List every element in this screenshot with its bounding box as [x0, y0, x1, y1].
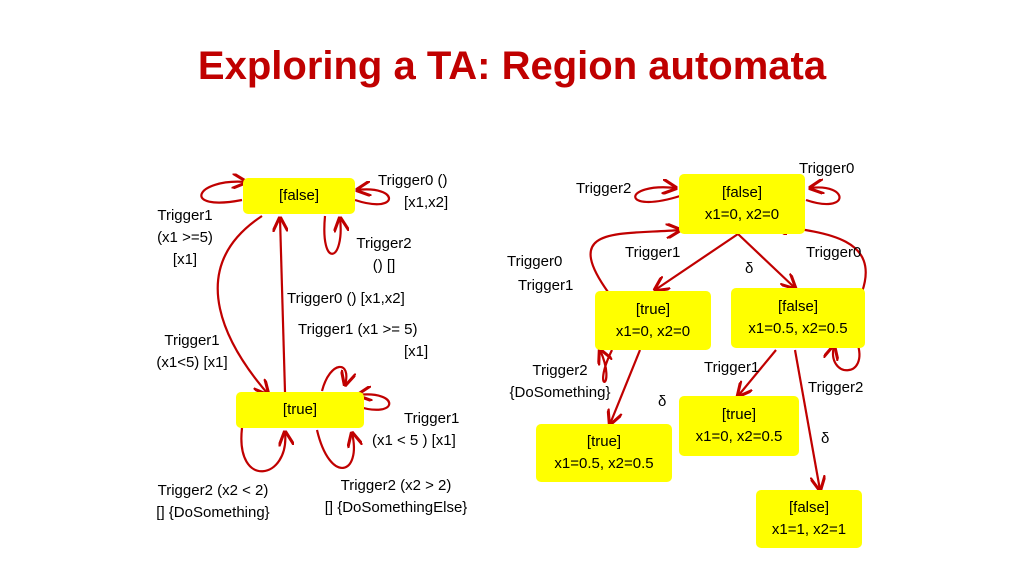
label-trigger2-x2gt2: Trigger2 (x2 > 2) [] {DoSomethingElse}: [324, 477, 468, 516]
arrow-l-self-true-top: [320, 365, 346, 392]
state-right-true005: [true] x1=0, x2=0.5: [679, 396, 799, 456]
state-line1: [false]: [777, 298, 819, 315]
state-label: [false]: [278, 187, 320, 204]
arrow-r-true00-to-root: [589, 230, 680, 293]
label-trigger2-top: Trigger2 () []: [356, 235, 412, 274]
label-trigger0-top: Trigger0 () [x1,x2]: [378, 172, 449, 211]
state-right-false0505: [false] x1=0.5, x2=0.5: [731, 288, 865, 348]
label-trigger1-right: Trigger1 (x1 < 5 ) [x1]: [372, 410, 460, 449]
label-trigger1-x1lt5: Trigger1 (x1<5) [x1]: [156, 332, 228, 371]
arrow-l-true-to-false: [280, 218, 285, 393]
arrow-l-false-to-true: [216, 215, 268, 394]
arrow-r-root-to-true00: [655, 233, 739, 290]
arrow-r-true00-to-true0505: [610, 349, 642, 424]
state-line2: x1=0.5, x2=0.5: [554, 455, 654, 472]
state-line2: x1=1, x2=1: [771, 521, 847, 538]
label-trigger1-left-right: Trigger1: [518, 277, 574, 294]
arrow-r-false0505-self: [833, 341, 861, 372]
state-line2: x1=0.5, x2=0.5: [748, 320, 848, 337]
arrow-r-false0505-to-true005: [738, 349, 777, 396]
arrow-r-root-self-right: [805, 187, 841, 206]
arrow-l-false-self-bottom: [323, 216, 340, 255]
label-delta-left: δ: [658, 393, 667, 410]
arrow-l-false-self-left: [200, 182, 246, 204]
state-right-true00: [true] x1=0, x2=0: [595, 291, 711, 350]
label-trigger0-top-right: Trigger0: [799, 160, 855, 177]
state-left-false: [false]: [243, 178, 355, 214]
arrow-r-root-to-false0505: [737, 233, 795, 288]
arrow-l-false-self-right: [355, 189, 390, 206]
label-delta-right: δ: [821, 430, 830, 447]
label-trigger1-x1ge5: Trigger1 (x1 >=5) [x1]: [157, 207, 213, 268]
state-line2: x1=0, x2=0.5: [695, 428, 783, 445]
state-right-true0505: [true] x1=0.5, x2=0.5: [536, 424, 672, 482]
state-line2: x1=0, x2=0: [704, 206, 780, 223]
label-trigger1-mid-right: Trigger1: [625, 244, 681, 261]
state-line1: [true]: [721, 406, 757, 423]
arrow-l-self-true-bottom-right: [315, 430, 354, 469]
arrow-l-self-true-right: [356, 394, 391, 411]
state-line1: [true]: [635, 300, 671, 318]
state-line1: [false]: [788, 499, 830, 516]
arrow-l-self-true-bottom-left: [240, 427, 285, 473]
state-line1: [true]: [586, 433, 622, 450]
label-trigger2-top-right: Trigger2: [576, 180, 632, 197]
arrow-r-root-self-left: [634, 187, 681, 204]
label-trigger0-right-right: Trigger0: [806, 244, 862, 261]
arrow-r-true00-self: [600, 350, 613, 383]
label-trigger2-right-right: Trigger2: [808, 379, 864, 396]
state-right-root: [false] x1=0, x2=0: [679, 174, 805, 234]
state-line2: x1=0, x2=0: [615, 322, 691, 340]
arrow-r-false0505-to-false11: [793, 349, 820, 490]
label-trigger2-x2lt2: Trigger2 (x2 < 2) [] {DoSomething}: [156, 482, 270, 521]
label-trigger2-lower-right: Trigger2 {DoSomething}: [509, 362, 611, 401]
label-trigger1-mid: Trigger1 (x1 >= 5) [x1]: [298, 321, 429, 360]
state-left-true: [true]: [236, 392, 364, 428]
label-trigger0-mid: Trigger0 () [x1,x2]: [287, 290, 405, 307]
state-right-false11: [false] x1=1, x2=1: [756, 490, 862, 548]
label-delta-mid: δ: [745, 260, 754, 277]
label-trigger0-left-right: Trigger0: [507, 253, 563, 270]
state-line1: [false]: [721, 184, 763, 201]
state-label: [true]: [282, 401, 318, 418]
slide-title: Exploring a TA: Region automata: [197, 44, 827, 88]
label-trigger1-lower-right: Trigger1: [704, 359, 760, 376]
